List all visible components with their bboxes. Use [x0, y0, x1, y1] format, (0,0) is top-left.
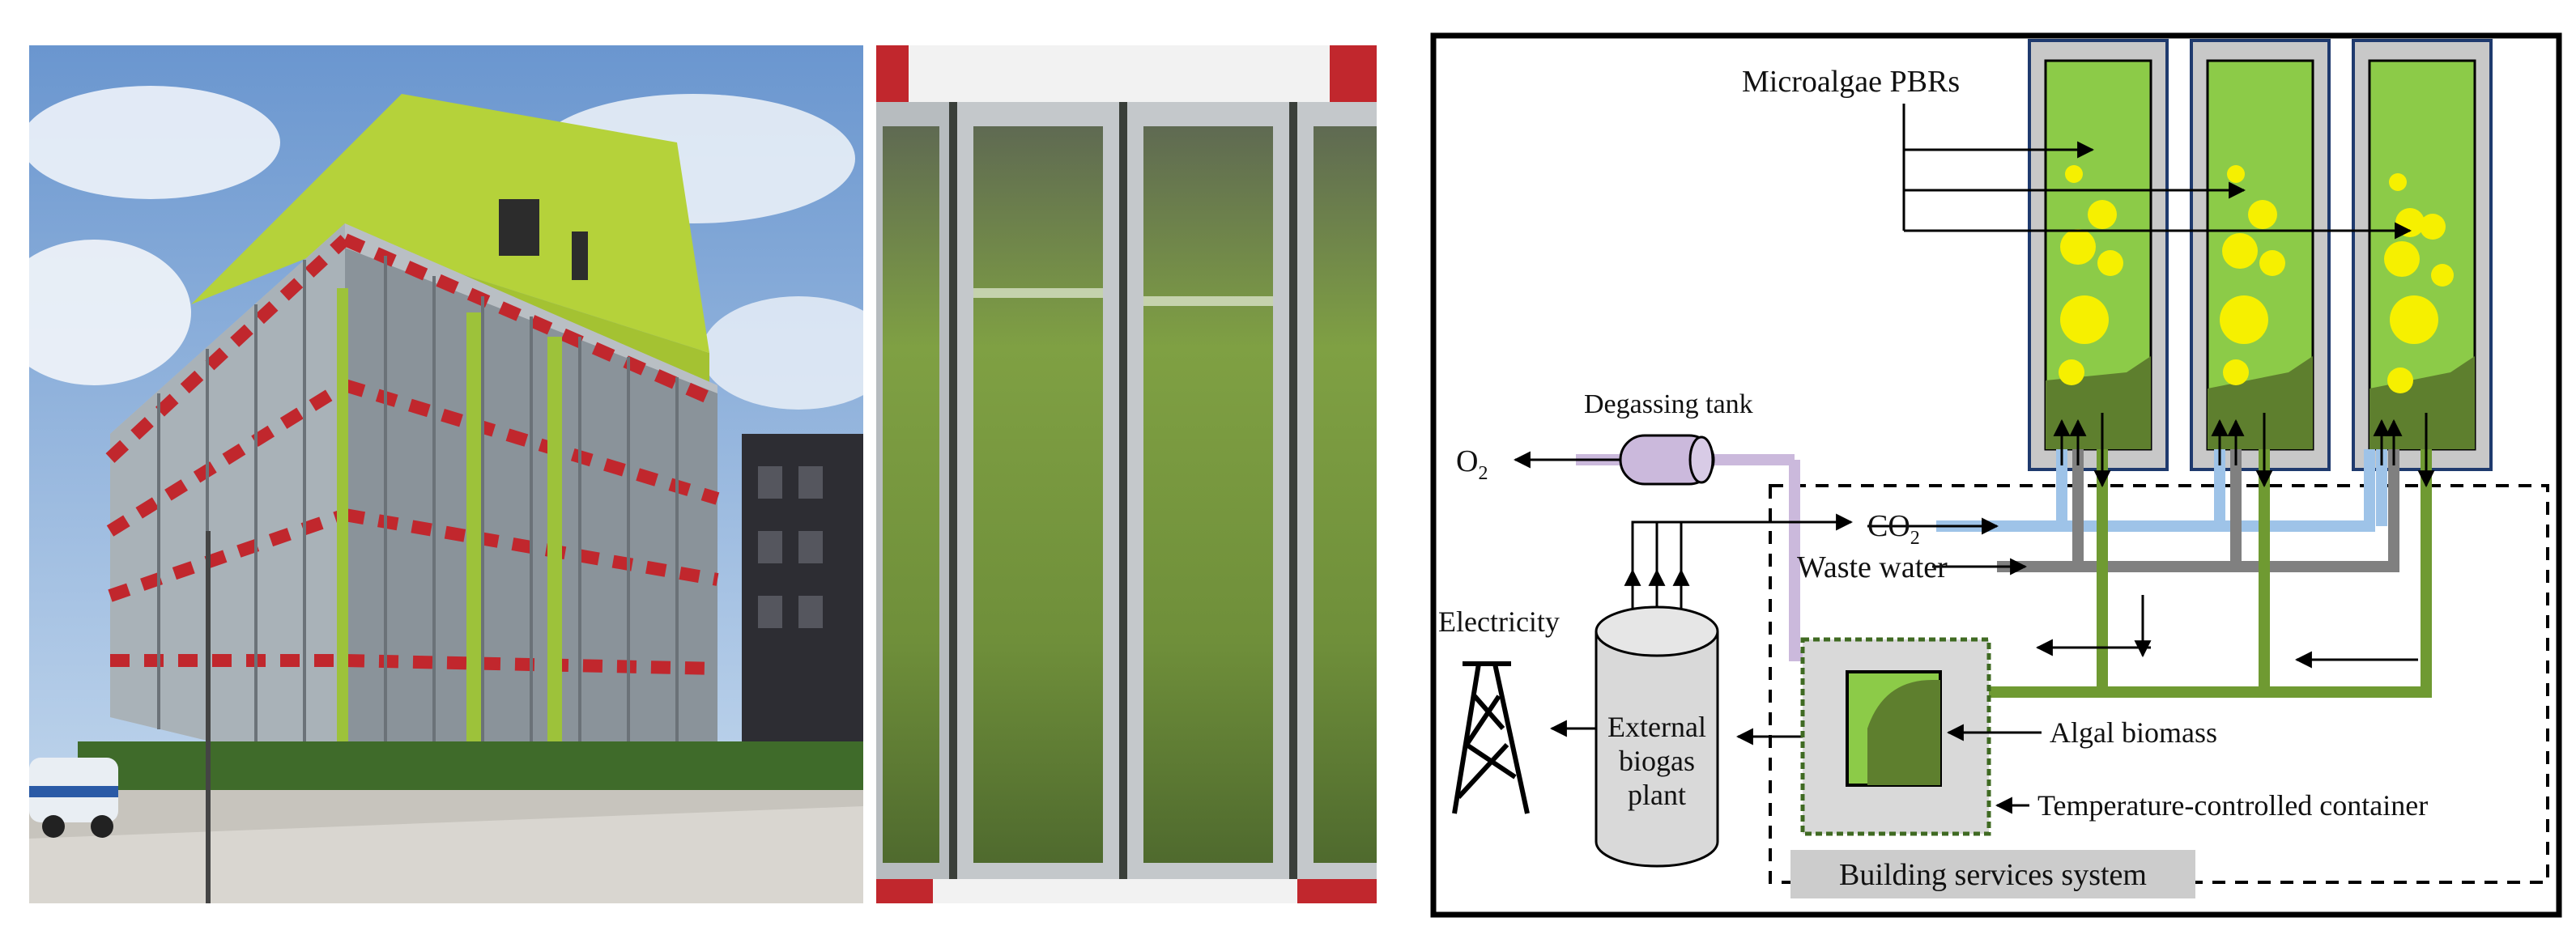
- diagram-canvas: Microalgae PBRs: [1430, 32, 2562, 918]
- biogas-outlet-arrows: [1624, 513, 1854, 615]
- facade-photo: [876, 45, 1377, 903]
- biogas-label-3: plant: [1628, 779, 1686, 811]
- biogas-label-2: biogas: [1619, 745, 1695, 777]
- algal-biomass-label: Algal biomass: [2050, 716, 2217, 749]
- building-services-boundary: [1769, 484, 2549, 884]
- degassing-tank: [1619, 434, 1715, 486]
- electricity-label: Electricity: [1438, 605, 1560, 638]
- electricity-pylon-icon: [1452, 661, 1530, 814]
- pbr-pointers: [1902, 104, 2412, 240]
- facade-photo-drawing: [876, 45, 1377, 903]
- o2-label: O2: [1456, 444, 1488, 484]
- co2-label: CO2: [1867, 509, 1920, 549]
- algae-system-diagram: Microalgae PBRs: [1430, 32, 2564, 923]
- pbr-label: Microalgae PBRs: [1742, 65, 1960, 99]
- algal-biomass-tank: [1846, 670, 1942, 787]
- container-label: Temperature-controlled container: [2037, 789, 2428, 822]
- waste-water-label: Waste water: [1797, 550, 1948, 584]
- biogas-plant: [1595, 605, 1719, 868]
- degassing-label: Degassing tank: [1584, 389, 1753, 419]
- building-services-box: [1790, 850, 2195, 898]
- oxygen-bubbles: [2059, 165, 2454, 393]
- pbr-column-1: [2028, 39, 2169, 471]
- biomass-pipe: [1956, 449, 2432, 698]
- building-services-label: Building services system: [1839, 858, 2147, 892]
- pbr-column-2: [2190, 39, 2331, 471]
- pbr-column-3: [2352, 39, 2493, 471]
- pipe-flow-arrows: [1867, 413, 2435, 669]
- waste-water-pipe: [1997, 449, 2399, 572]
- building-photo: [0, 45, 896, 903]
- biogas-label-1: External: [1607, 711, 1706, 743]
- building-photo-drawing: [0, 45, 896, 903]
